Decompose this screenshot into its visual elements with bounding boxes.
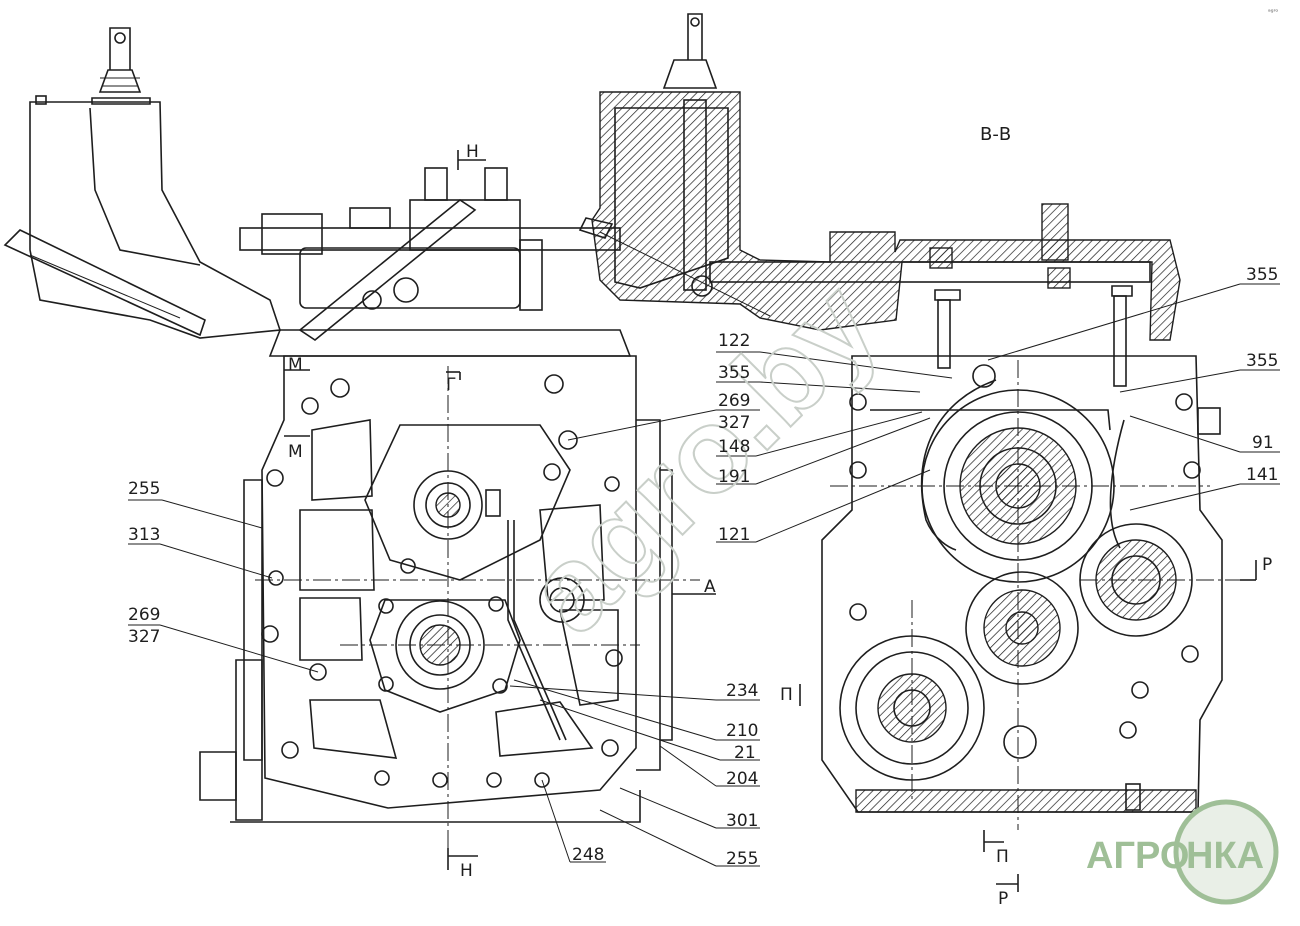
callout-91: 91 xyxy=(1252,433,1274,453)
centerlines-left xyxy=(255,366,700,860)
section-letter-m-top: М xyxy=(288,355,303,375)
callout-355-right-top: 355 xyxy=(1246,265,1278,285)
callout-121: 121 xyxy=(718,525,750,545)
callout-141: 141 xyxy=(1246,465,1278,485)
logo: АГРО НКА xyxy=(1086,799,1279,905)
section-letter-g: Г xyxy=(446,375,456,395)
callout-148: 148 xyxy=(718,437,750,457)
section-letter-pi-left: П xyxy=(780,685,793,705)
callout-269-mid: 269 xyxy=(718,391,750,411)
callout-191: 191 xyxy=(718,467,750,487)
callout-327-left: 327 xyxy=(128,627,160,647)
section-letter-h-bottom: Н xyxy=(460,861,473,881)
section-letter-pi-bottom: П xyxy=(996,847,1009,867)
section-letter-h-top: Н xyxy=(466,142,479,162)
section-markers xyxy=(284,150,1257,892)
section-letter-a: А xyxy=(704,577,716,597)
callout-234: 234 xyxy=(726,681,758,701)
callout-269-left: 269 xyxy=(128,605,160,625)
callout-355-right: 355 xyxy=(1246,351,1278,371)
main-housing-left xyxy=(199,355,673,823)
callout-313: 313 xyxy=(128,525,160,545)
labels: В-В ᵃᵍʳᵒ Н Н М М Г А Р Р П П 255 313 269… xyxy=(128,8,1278,909)
callout-21: 21 xyxy=(734,743,756,763)
section-letter-p-bottom: Р xyxy=(998,889,1008,909)
centerlines-right xyxy=(830,360,1240,830)
shift-mechanism-top xyxy=(239,167,632,357)
callout-204: 204 xyxy=(726,769,758,789)
upper-housing-section xyxy=(578,13,1181,387)
callout-301: 301 xyxy=(726,811,758,831)
lever-housing-left xyxy=(3,27,282,339)
left-view xyxy=(3,27,700,860)
callout-255-left: 255 xyxy=(128,479,160,499)
bolt-holes-left xyxy=(261,374,623,788)
logo-text-right: НКА xyxy=(1186,835,1264,877)
callout-210: 210 xyxy=(726,721,758,741)
right-view-section xyxy=(578,13,1240,830)
callout-255-bottom: 255 xyxy=(726,849,758,869)
section-letter-p-right: Р xyxy=(1262,555,1272,575)
section-title: В-В xyxy=(980,124,1011,145)
callout-355-mid: 355 xyxy=(718,363,750,383)
lower-housing-section xyxy=(821,355,1223,813)
callout-327-mid: 327 xyxy=(718,413,750,433)
callout-248: 248 xyxy=(572,845,604,865)
leader-lines xyxy=(128,283,1280,867)
section-letter-m-mid: М xyxy=(288,442,303,462)
callout-122: 122 xyxy=(718,331,750,351)
corner-mark: ᵃᵍʳᵒ xyxy=(1268,8,1278,16)
logo-text-left: АГРО xyxy=(1086,835,1189,877)
